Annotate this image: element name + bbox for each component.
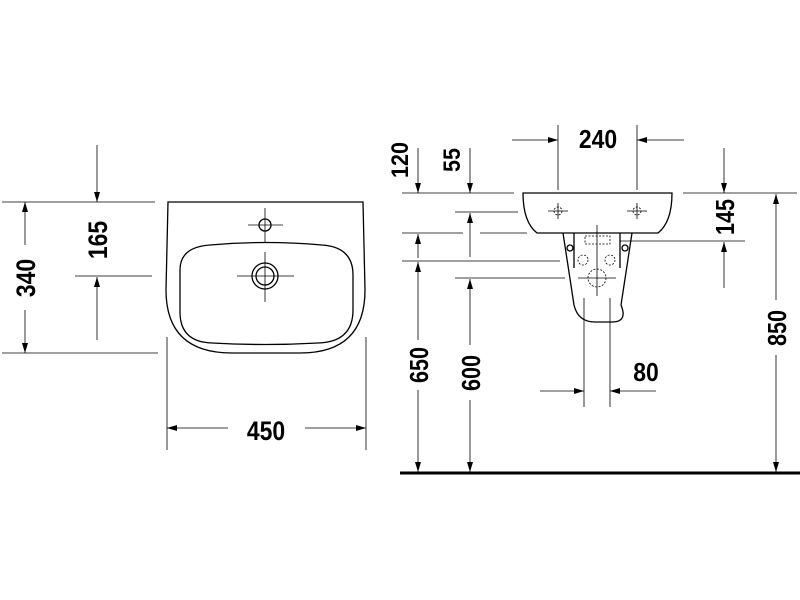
dim-80-label: 80 <box>633 359 659 387</box>
tap-hole-icon <box>248 208 283 243</box>
basin-side-view <box>522 192 673 234</box>
dim-120-label: 120 <box>386 142 413 178</box>
fixing-hole-icon <box>548 203 568 219</box>
dim-600-label: 600 <box>458 355 486 391</box>
dimension-240: 240 <box>512 125 684 190</box>
dim-165-label: 165 <box>83 221 113 259</box>
drain-icon <box>237 252 294 302</box>
dimension-165: 165 <box>75 145 152 340</box>
dimension-145: 145 <box>620 148 797 288</box>
dim-240-label: 240 <box>579 126 617 154</box>
dim-850-label: 850 <box>764 310 792 346</box>
dimension-55: 55 <box>438 148 473 193</box>
dimension-850: 850 <box>764 194 792 472</box>
fixing-hole-icon <box>627 203 647 219</box>
dimension-80: 80 <box>540 359 659 394</box>
dim-340-label: 340 <box>11 259 41 297</box>
dimension-600: 600 <box>455 211 565 472</box>
dim-450-label: 450 <box>247 416 285 446</box>
dim-145-label: 145 <box>712 199 740 235</box>
pedestal <box>562 225 633 407</box>
dim-650-label: 650 <box>406 347 434 383</box>
dimension-450: 450 <box>166 337 367 450</box>
dim-55-label: 55 <box>438 148 465 172</box>
basin-top-view <box>165 201 366 354</box>
dimension-340: 340 <box>2 201 158 354</box>
dimension-650: 650 <box>402 232 560 472</box>
dimension-120: 120 <box>386 142 514 194</box>
